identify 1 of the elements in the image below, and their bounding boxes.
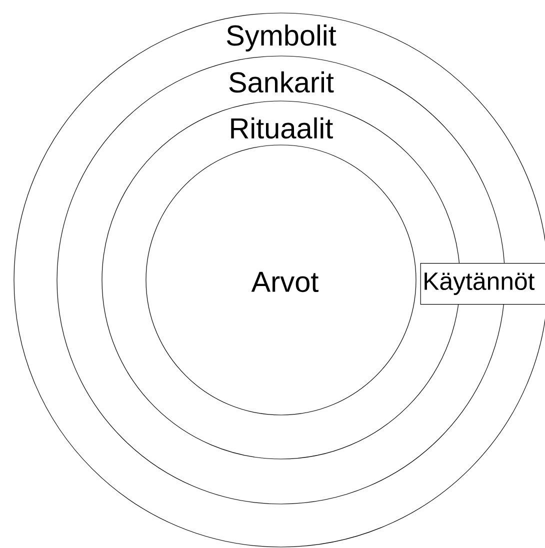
label-box: Käytännöt <box>420 263 545 305</box>
